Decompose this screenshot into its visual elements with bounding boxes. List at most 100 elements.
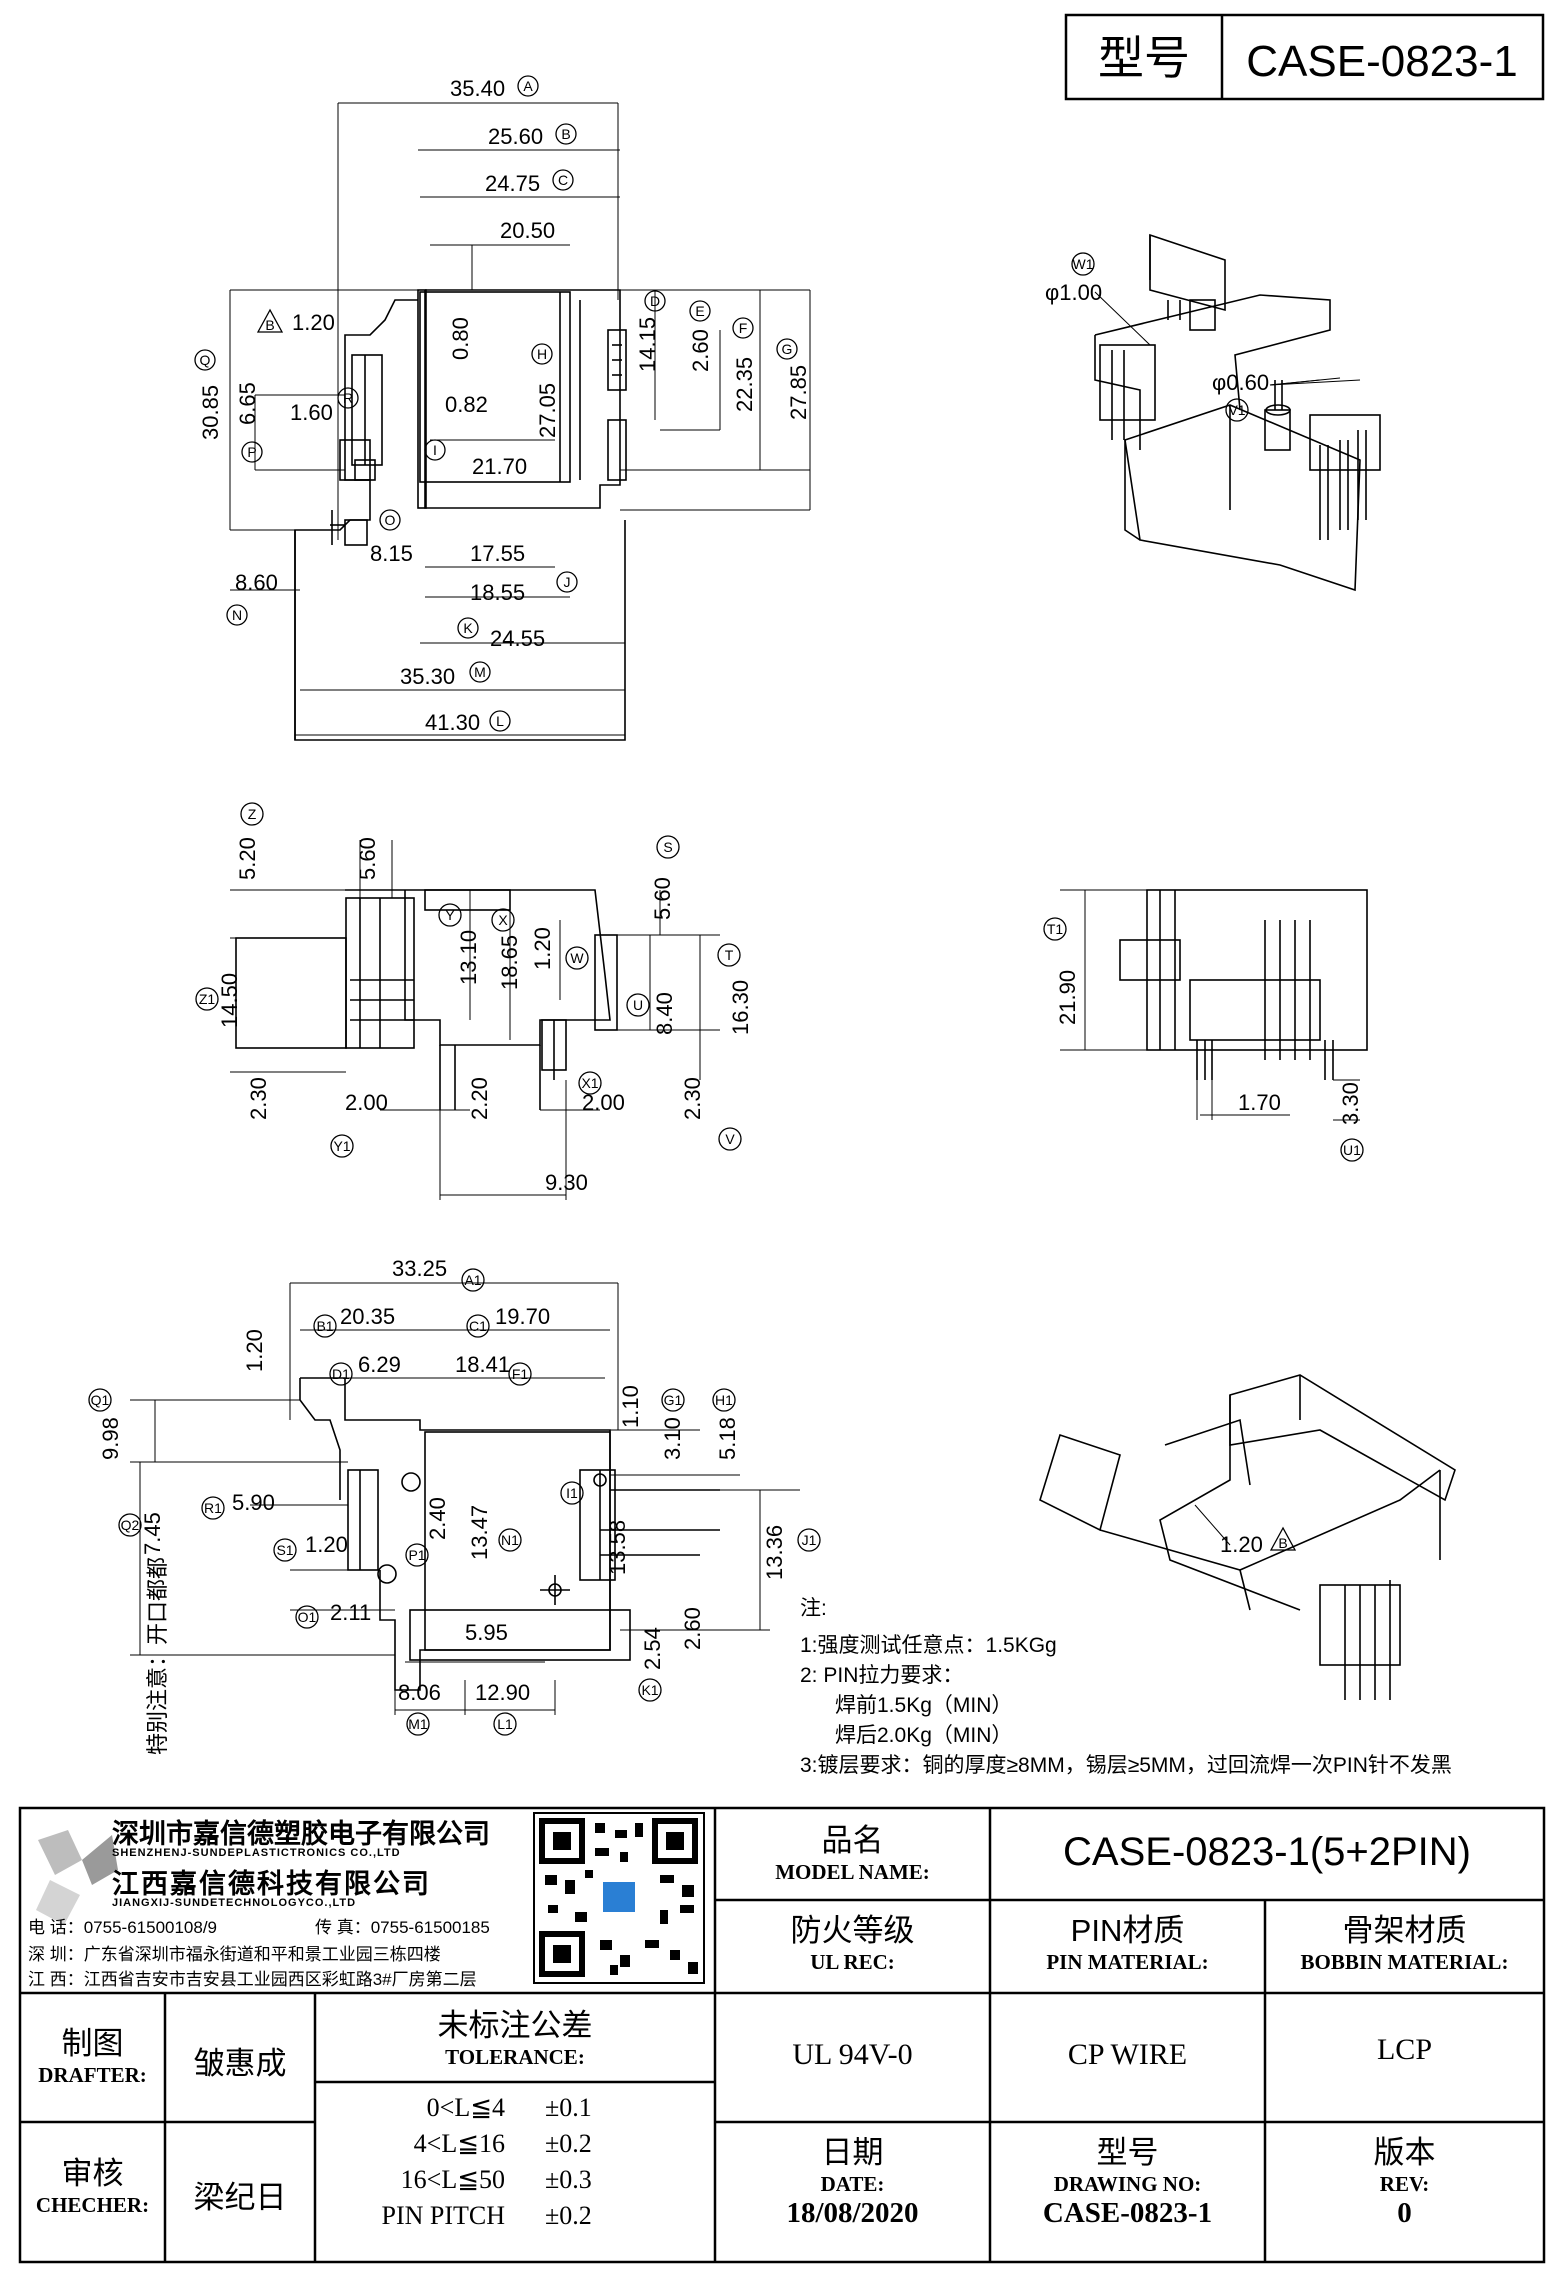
- dim-35-30: 35.30: [400, 664, 455, 689]
- tag-R1: R1: [204, 1500, 222, 1516]
- dim-8-40: 8.40: [652, 992, 677, 1035]
- dim-1-20-top: 1.20: [292, 310, 335, 335]
- dim-1-70: 1.70: [1238, 1090, 1281, 1115]
- dim-8-06: 8.06: [398, 1680, 441, 1705]
- dim-0-82: 0.82: [445, 392, 488, 417]
- tag-N1: N1: [501, 1532, 519, 1548]
- ul-en: UL REC:: [810, 1950, 895, 1974]
- dim-5-20: 5.20: [235, 837, 260, 880]
- bobbin-value: LCP: [1376, 2033, 1433, 2066]
- tag-I1: I1: [566, 1485, 578, 1501]
- front-view-tags: [195, 802, 742, 1158]
- date-label: 日期 DATE:: [715, 2127, 990, 2197]
- dim-0-80-top: 0.80: [448, 317, 473, 360]
- tag-X1: X1: [581, 1075, 598, 1091]
- dim-5-95: 5.95: [465, 1620, 508, 1645]
- tag-F1: F1: [512, 1366, 529, 1382]
- dim-5-90: 5.90: [232, 1490, 275, 1515]
- iso-top-tags: [1071, 252, 1249, 422]
- tag-O: O: [385, 512, 396, 528]
- side-view-tags: [1043, 917, 1364, 1162]
- tag-T: T: [725, 947, 734, 963]
- ul-label: 防火等级 UL REC:: [715, 1905, 990, 1975]
- dim-22-35: 22.35: [732, 357, 757, 412]
- tag-G: G: [782, 341, 793, 357]
- tag-A1: A1: [464, 1272, 481, 1288]
- dim-2-30-right: 2.30: [680, 1077, 705, 1120]
- dim-6-65: 6.65: [235, 382, 260, 425]
- bobbin-label: 骨架材质 BOBBIN MATERIAL:: [1265, 1905, 1544, 1975]
- company-name-cn-2: 江西嘉信德科技有限公司: [112, 1869, 431, 1899]
- note-line-1: 1:强度测试任意点：1.5KGg: [800, 1634, 1057, 1657]
- tag-Q1: Q1: [91, 1392, 110, 1408]
- tag-J: J: [564, 574, 571, 590]
- dim-27-85: 27.85: [786, 365, 811, 420]
- checker-label: 审核 CHECHER:: [20, 2148, 165, 2218]
- top-view-tag-letters: A B C D E F G H I Q P R O J K N M L B: [200, 78, 793, 729]
- date-en: DATE:: [820, 2172, 885, 2196]
- header-type-value: CASE-0823-1: [1246, 37, 1517, 86]
- tag-G1: G1: [664, 1392, 683, 1408]
- dim-30-85: 30.85: [198, 385, 223, 440]
- dim-1-60: 1.60: [290, 400, 333, 425]
- special-note: 特别注意：开口都都: [145, 1557, 170, 1755]
- dim-5-60-s: 5.60: [650, 877, 675, 920]
- company-address-sz: 深 圳：广东省深圳市福永街道和平和景工业园三栋四楼: [28, 1945, 441, 1964]
- tag-B: B: [561, 126, 570, 142]
- notes-block: 注: 1:强度测试任意点：1.5KGg 2: PIN拉力要求： 焊前1.5Kg（…: [800, 1597, 1452, 1777]
- phi-1-00: φ1.00: [1045, 280, 1102, 305]
- tag-M1: M1: [408, 1716, 428, 1732]
- tag-X: X: [498, 912, 508, 928]
- tag-U: U: [633, 997, 643, 1013]
- tag-F: F: [739, 320, 748, 336]
- tol-value: ±0.3: [545, 2165, 592, 2194]
- notes-title: 注:: [800, 1597, 827, 1620]
- bottom-view-dimlines: [130, 1282, 800, 1715]
- header-type-label: 型号: [1098, 32, 1190, 84]
- dim-12-90: 12.90: [475, 1680, 530, 1705]
- tol-range: 16<L≦50: [400, 2165, 505, 2194]
- drafter-cn: 制图: [61, 2026, 124, 2061]
- tag-T1: T1: [1047, 921, 1064, 937]
- pin-cn: PIN材质: [1070, 1913, 1185, 1948]
- company-fax: 传 真：0755-61500185: [315, 1918, 490, 1937]
- tag-A: A: [523, 78, 533, 94]
- tag-C1: C1: [469, 1318, 487, 1334]
- checker-value: 梁纪日: [193, 2180, 287, 2215]
- tag-B-triangle: B: [265, 317, 274, 333]
- top-view-tags: [194, 75, 798, 732]
- tolerance-row: 16<L≦50 ±0.3: [315, 2162, 715, 2198]
- tag-H1: H1: [715, 1392, 733, 1408]
- checker-en: CHECHER:: [35, 2193, 150, 2217]
- tag-H: H: [537, 346, 547, 362]
- tol-range: 0<L≦4: [426, 2093, 505, 2122]
- tag-N: N: [232, 607, 242, 623]
- company-phone: 电 话：0755-61500108/9: [28, 1918, 218, 1937]
- rev-en: REV:: [1379, 2172, 1430, 2196]
- dim-14-50: 14.50: [217, 973, 242, 1028]
- dim-18-65: 18.65: [497, 935, 522, 990]
- dim-21-70: 21.70: [472, 454, 527, 479]
- company-logo: [36, 1830, 118, 1925]
- pin-value: CP WIRE: [1067, 2038, 1188, 2071]
- dim-8-15: 8.15: [370, 541, 413, 566]
- tag-L: L: [496, 713, 504, 729]
- dim-2-00-left: 2.00: [345, 1090, 388, 1115]
- bobbin-en: BOBBIN MATERIAL:: [1300, 1950, 1509, 1974]
- rev-value: 0: [1397, 2197, 1412, 2229]
- note-line-4: 焊后2.0Kg（MIN）: [835, 1724, 1012, 1747]
- iso-bottom-dim: 1.20: [1220, 1532, 1263, 1557]
- dim-8-60: 8.60: [235, 570, 278, 595]
- dim-18-55: 18.55: [470, 580, 525, 605]
- tol-value: ±0.1: [545, 2093, 592, 2122]
- dim-24-75: 24.75: [485, 171, 540, 196]
- front-view-tag-letters: Z S Z1 Y X W U T X1 Y1 V: [199, 806, 736, 1154]
- dim-2-54: 2.54: [640, 1627, 665, 1670]
- header-box: [1064, 13, 1545, 101]
- front-view-dimlines: [230, 840, 720, 1200]
- dim-7-45: 7.45: [140, 1512, 165, 1555]
- tag-Y1: Y1: [333, 1138, 350, 1154]
- dim-13-36: 13.36: [762, 1525, 787, 1580]
